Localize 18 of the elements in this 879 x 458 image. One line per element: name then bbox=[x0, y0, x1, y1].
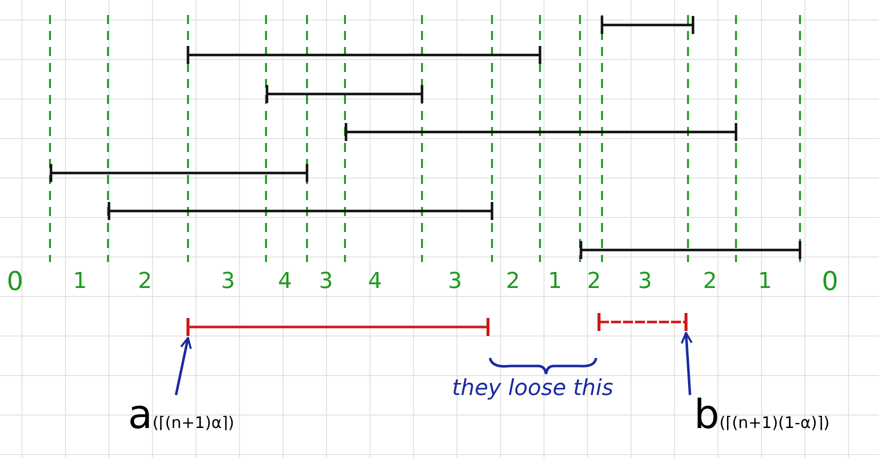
count-number: 1 bbox=[758, 270, 772, 294]
count-number: 2 bbox=[703, 270, 717, 294]
count-number: 1 bbox=[548, 270, 562, 294]
arrow bbox=[680, 332, 693, 396]
count-number: 4 bbox=[278, 270, 292, 294]
count-number: 3 bbox=[448, 270, 462, 294]
count-number: 0 bbox=[822, 270, 838, 294]
count-number: 3 bbox=[221, 270, 235, 294]
count-number: 2 bbox=[587, 270, 601, 294]
arrow bbox=[174, 337, 192, 396]
count-number: 2 bbox=[506, 270, 520, 294]
count-number: 2 bbox=[138, 270, 152, 294]
annotation-text: they loose this bbox=[452, 376, 614, 402]
count-number: 1 bbox=[73, 270, 87, 294]
count-number: 3 bbox=[319, 270, 333, 294]
count-number: 3 bbox=[638, 270, 652, 294]
count-number: 0 bbox=[6, 270, 24, 294]
count-number: 4 bbox=[368, 270, 382, 294]
